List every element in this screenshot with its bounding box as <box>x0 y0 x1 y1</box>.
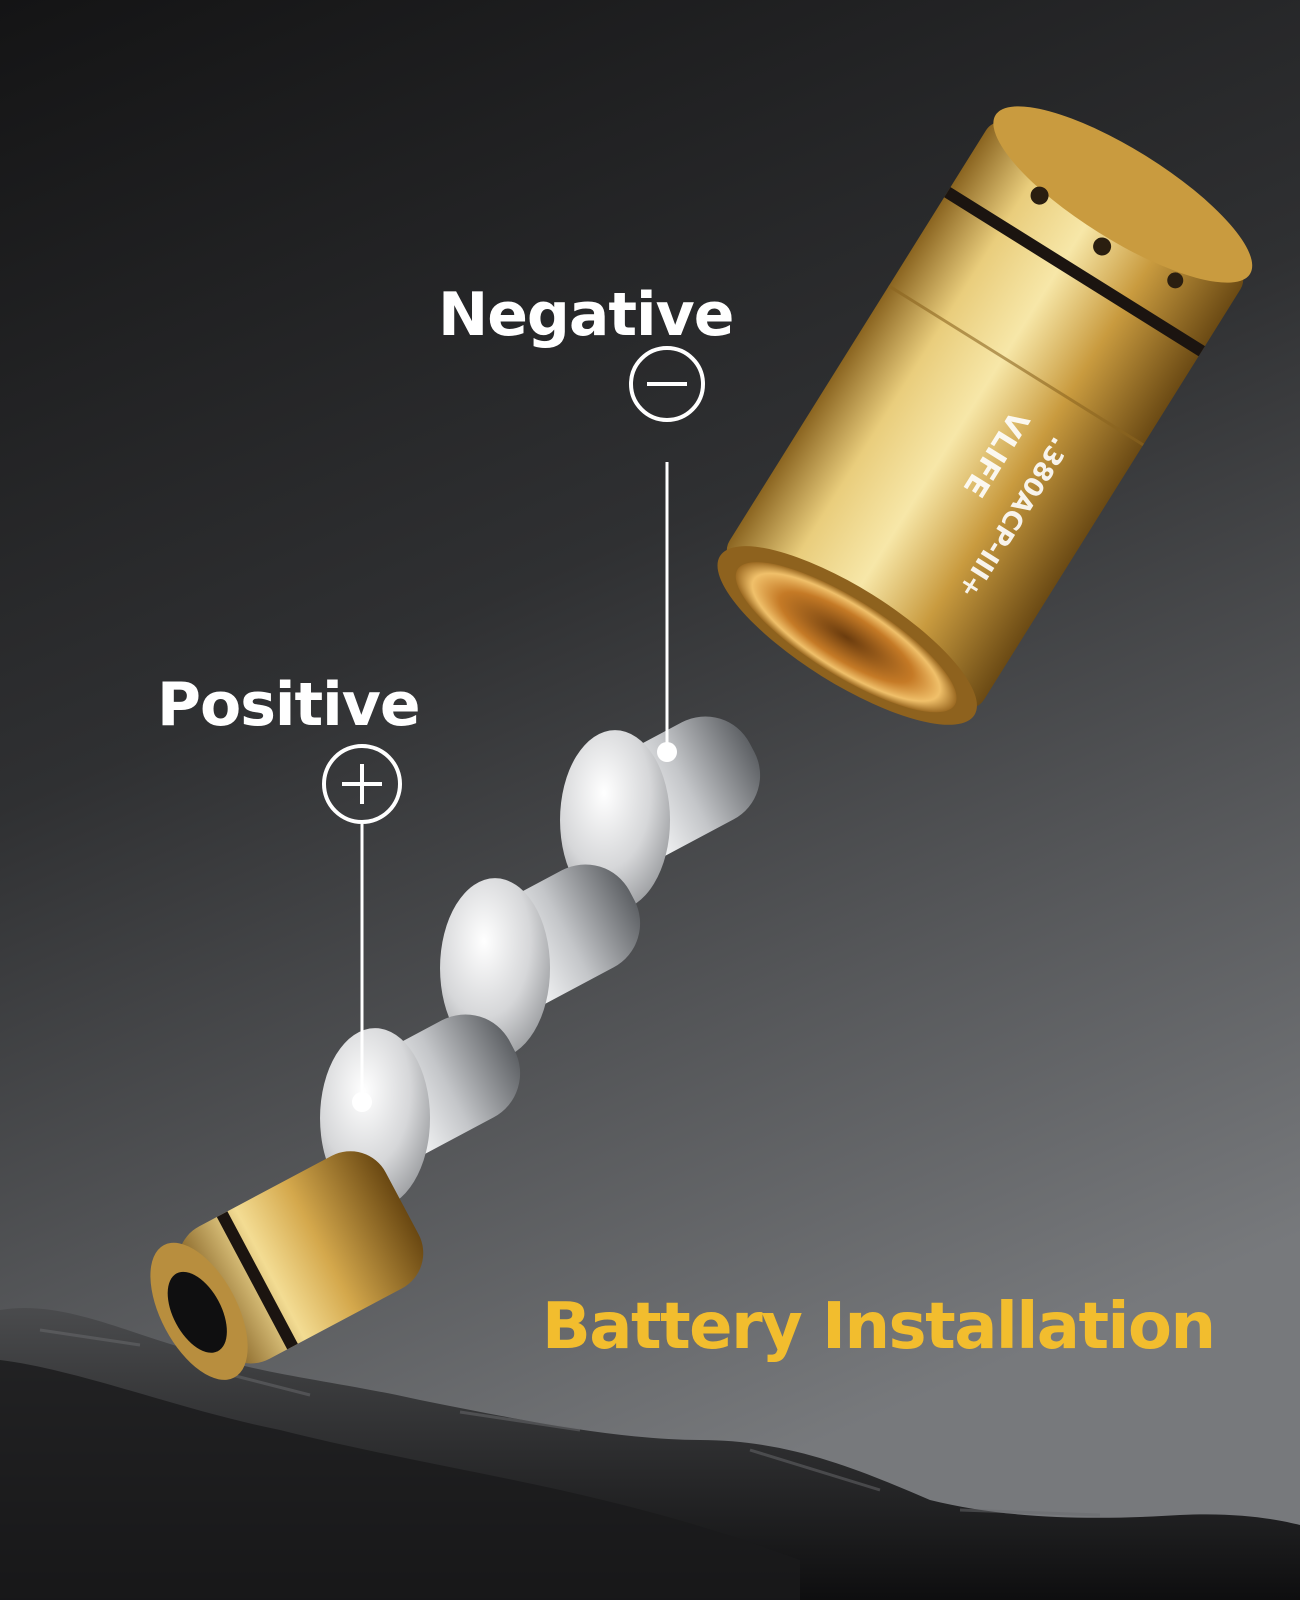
positive-callout <box>322 744 402 1112</box>
end-cap <box>150 1151 424 1380</box>
negative-callout <box>629 346 705 762</box>
plus-circle-icon <box>322 744 402 824</box>
headline: Battery Installation <box>542 1290 1216 1364</box>
rock-ground <box>0 1308 1300 1600</box>
minus-circle-icon <box>629 346 705 422</box>
negative-label: Negative <box>438 280 734 350</box>
positive-label: Positive <box>157 670 421 740</box>
battery-middle <box>440 864 641 1059</box>
laser-body: .380ACP-III+ VLIFE <box>717 106 1253 725</box>
positive-marker-dot <box>352 1092 372 1112</box>
negative-marker-dot <box>657 742 677 762</box>
